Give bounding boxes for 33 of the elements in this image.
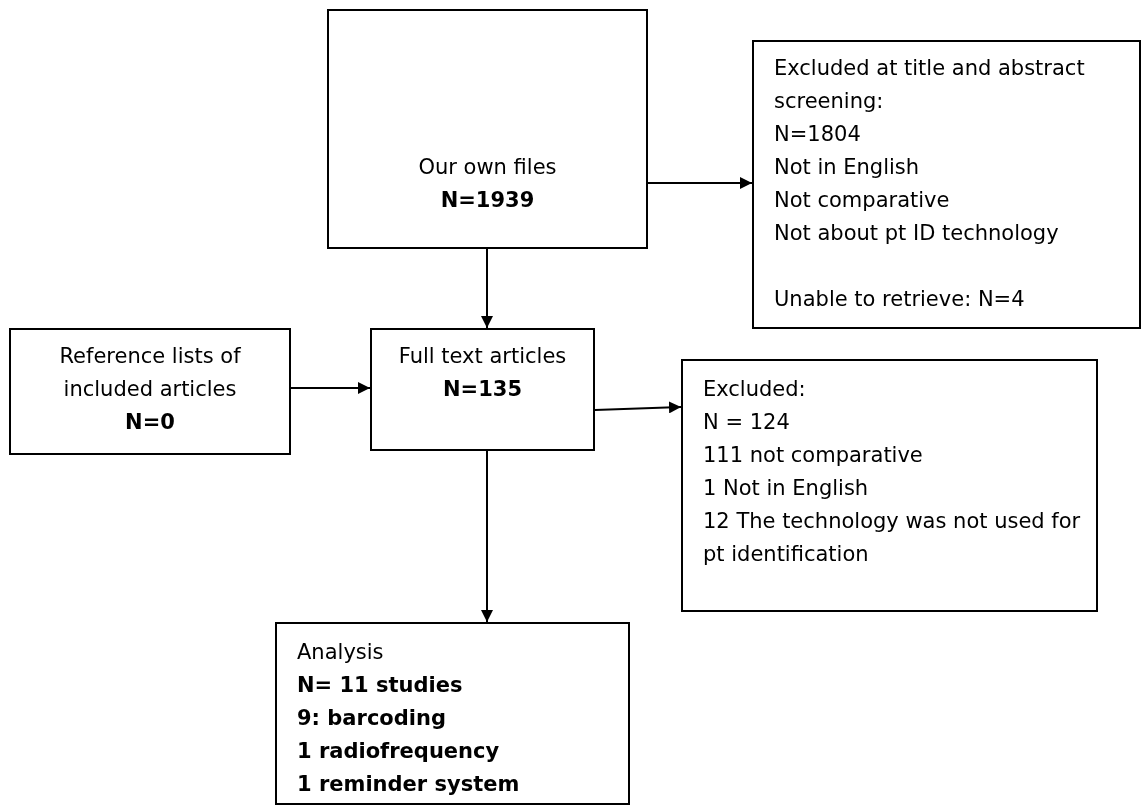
box-text: Reference lists of included articles <box>58 343 242 403</box>
box-text: Not comparative <box>774 187 951 214</box>
flowchart-box <box>681 359 1098 612</box>
box-text: Unable to retrieve: N=4 <box>774 286 1026 313</box>
box-text: Not about pt ID technology <box>774 220 1060 247</box>
box-text: N= 11 studies <box>297 672 464 699</box>
box-text: Excluded: <box>703 376 807 403</box>
box-text: N=135 <box>442 376 523 403</box>
flowchart-box <box>370 328 595 451</box>
box-text: 9: barcoding <box>297 705 447 732</box>
flowchart-box <box>275 622 630 805</box>
arrow <box>481 450 493 623</box>
box-text: Our own files <box>417 154 558 181</box>
box-text: Analysis <box>297 639 385 666</box>
flowchart-box <box>327 9 648 249</box>
box-text: 12 The technology was not used for pt identification <box>703 508 1082 568</box>
box-text: Not in English <box>774 154 921 181</box>
box-text: Full text articles <box>397 343 568 370</box>
box-text: 111 not comparative <box>703 442 924 469</box>
arrow <box>594 401 682 414</box>
flowchart-box <box>9 328 291 455</box>
box-text: 1 reminder system <box>297 771 521 798</box>
arrow <box>647 177 753 189</box>
arrow <box>481 248 493 329</box>
box-text: 1 Not in English <box>703 475 870 502</box>
box-text: N = 124 <box>703 409 791 436</box>
box-text: N=1939 <box>439 187 536 214</box>
box-text: Excluded at title and abstract screening: <box>774 55 1086 115</box>
box-text: N=1804 <box>774 121 862 148</box>
box-text: N=0 <box>124 409 176 436</box>
flowchart-box <box>752 40 1141 329</box>
arrow <box>290 382 371 394</box>
box-text: 1 radiofrequency <box>297 738 501 765</box>
